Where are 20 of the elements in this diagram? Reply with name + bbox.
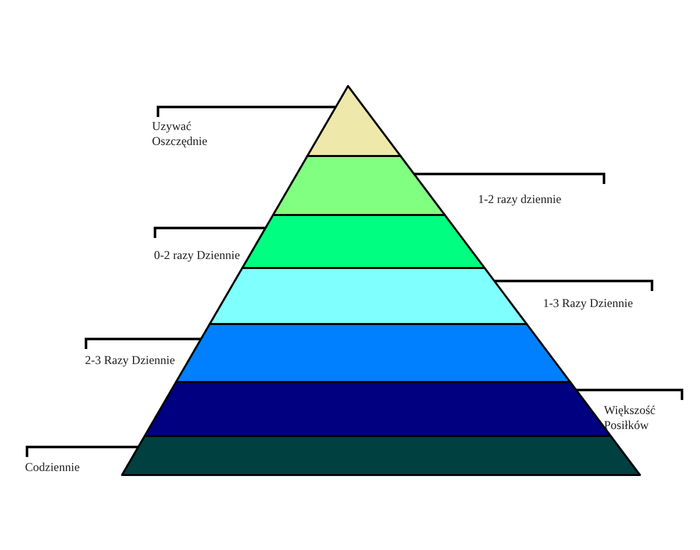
frequency-label: Uzywać Oszczędnie	[152, 119, 242, 149]
leader-line	[26, 446, 138, 457]
pyramid-top	[306, 85, 402, 157]
frequency-label: 1-2 razy dziennie	[478, 192, 618, 207]
pyramid-layer	[208, 267, 528, 325]
leader-line	[154, 226, 266, 238]
frequency-label: Codziennie	[25, 460, 115, 475]
frequency-label: 0-2 razy Dziennie	[154, 248, 244, 263]
leader-line	[494, 280, 654, 291]
frequency-label: 1-3 Razy Dziennie	[543, 296, 683, 311]
pyramid-layer	[272, 155, 446, 216]
leader-line	[576, 388, 684, 400]
pyramid-layer	[121, 435, 641, 476]
leader-line	[84, 338, 202, 349]
frequency-label: Większość Posiłków	[604, 403, 694, 433]
leader-line	[156, 106, 336, 117]
leader-line	[414, 172, 606, 184]
frequency-label: 2-3 Razy Dziennie	[85, 353, 175, 368]
pyramid-layer	[241, 214, 486, 269]
pyramid-layer	[175, 323, 572, 383]
